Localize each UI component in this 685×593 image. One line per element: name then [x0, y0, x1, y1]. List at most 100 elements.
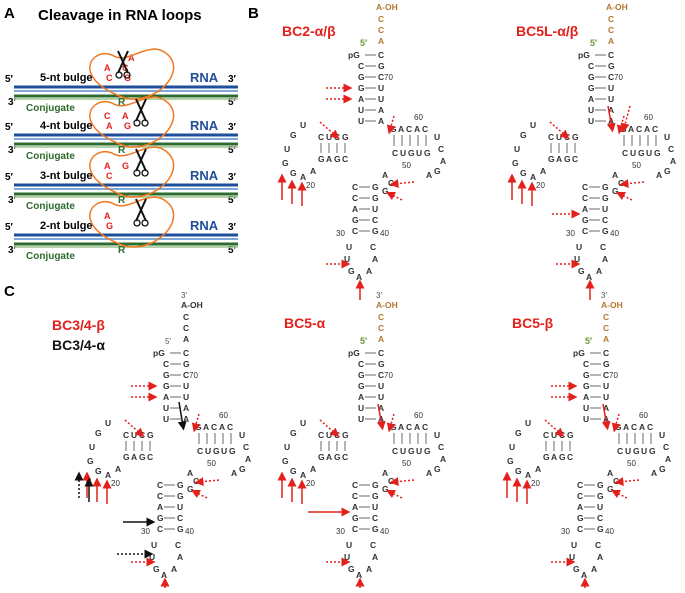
trna-cloverleaf: 3′A-OHCCA5′pGCCGGCGUAUUAUA70CGUACGGCUGUG… — [277, 0, 446, 300]
anticodon-loop-nucleotide: C — [600, 242, 606, 252]
d-stem-nucleotide: A — [326, 452, 332, 462]
d-stem-nucleotide: U — [326, 132, 332, 142]
d-loop-nucleotide: G — [95, 466, 102, 476]
cleavage-arrow — [194, 477, 220, 487]
anticodon-loop-nucleotide: A — [356, 272, 362, 282]
position-50: 50 — [627, 459, 636, 468]
anticodon-stem-nucleotide: A — [352, 502, 358, 512]
t-loop-nucleotide: C — [663, 442, 669, 452]
anticodon-loop-nucleotide: A — [177, 552, 183, 562]
t-stem-nucleotide: U — [646, 148, 652, 158]
three-prime-label: 3′ — [228, 172, 237, 183]
anticodon-loop-nucleotide: A — [596, 266, 602, 276]
acceptor-stem-nucleotide: G — [378, 61, 385, 71]
scissors-handle — [133, 169, 141, 177]
d-stem-nucleotide: C — [334, 132, 340, 142]
anticodon-loop-nucleotide: C — [370, 242, 376, 252]
panel-c-letter: C — [4, 283, 15, 300]
scissors-blade — [135, 148, 147, 172]
variable-loop-nucleotide: G — [193, 476, 200, 486]
anticodon-stem-nucleotide: U — [372, 204, 378, 214]
anticodon-loop-nucleotide: A — [161, 570, 167, 580]
acceptor-stem-nucleotide: A — [163, 392, 169, 402]
cleavage-arrow — [319, 419, 340, 437]
trna-cloverleaf: 3′A-OHCCA5′pGCCGGCGUAUUAUA70CGUACGGCUGUG… — [507, 0, 676, 300]
scissors-handle — [133, 219, 141, 227]
acceptor-stem-nucleotide: U — [583, 414, 589, 424]
t-stem-nucleotide: G — [633, 446, 640, 456]
variable-loop-nucleotide: G — [612, 186, 619, 196]
anticodon-loop-nucleotide: A — [171, 564, 177, 574]
d-stem-nucleotide: G — [318, 154, 325, 164]
acceptor-stem-nucleotide: C — [358, 359, 364, 369]
scissors-handle — [141, 219, 149, 227]
acceptor-stem-nucleotide: U — [183, 392, 189, 402]
d-stem-nucleotide: G — [342, 430, 349, 440]
acceptor-tail-nucleotide: C — [603, 323, 609, 333]
d-loop-nucleotide: A — [310, 166, 316, 176]
d-stem-nucleotide: U — [556, 132, 562, 142]
d-loop-nucleotide: A — [300, 172, 306, 182]
acceptor-stem-nucleotide: C — [378, 72, 384, 82]
cleavage-arrow — [376, 403, 386, 431]
trna-cloverleaf: 3′A-OHCCA5′pGCCGGCGUAUUAUA70CGUACGGCUGUG… — [502, 291, 671, 593]
t-stem-nucleotide: U — [205, 446, 211, 456]
five-prime-label: 5′ — [5, 172, 14, 183]
position-20: 20 — [536, 181, 545, 190]
anticodon-stem-nucleotide: G — [582, 215, 589, 225]
d-loop-nucleotide: U — [284, 442, 290, 452]
acceptor-stem-nucleotide: C — [183, 370, 189, 380]
t-loop-nucleotide: A — [426, 468, 432, 478]
duplex-row: 5′3′3′5′5-nt bulgeRNAConjugateRACCGA — [5, 48, 238, 114]
anticodon-loop-nucleotide: G — [573, 564, 580, 574]
d-loop-nucleotide: U — [509, 442, 515, 452]
d-loop-nucleotide: A — [535, 464, 541, 474]
cleavage-arrow — [601, 403, 611, 431]
acceptor-stem-nucleotide: G — [358, 381, 365, 391]
cleavage-arrow — [606, 105, 616, 133]
cleavage-arrow — [319, 121, 340, 139]
anticodon-stem-nucleotide: G — [597, 491, 604, 501]
d-loop-nucleotide: G — [290, 466, 297, 476]
anticodon-loop-nucleotide: A — [366, 266, 372, 276]
t-stem-nucleotide: U — [400, 446, 406, 456]
acceptor-tail-nucleotide: A — [608, 36, 614, 46]
cleavage-arrow — [385, 191, 403, 201]
panel-a-title: Cleavage in RNA loops — [38, 7, 202, 24]
position-40: 40 — [185, 527, 194, 536]
t-loop-nucleotide: G — [434, 464, 441, 474]
scissors-handle — [123, 71, 131, 79]
d-loop-nucleotide: A — [310, 464, 316, 474]
d-loop-nucleotide: U — [105, 418, 111, 428]
d-loop-nucleotide: G — [282, 456, 289, 466]
t-stem-nucleotide: G — [649, 446, 656, 456]
acceptor-stem-nucleotide: A — [583, 392, 589, 402]
t-stem-nucleotide: A — [219, 422, 225, 432]
anticodon-stem-nucleotide: C — [352, 193, 358, 203]
d-stem-nucleotide: C — [567, 452, 573, 462]
scissors-handle — [141, 169, 149, 177]
d-stem-nucleotide: G — [548, 154, 555, 164]
acceptor-stem-nucleotide: pG — [573, 348, 585, 358]
acceptor-tail-nucleotide: C — [603, 312, 609, 322]
anticodon-stem-nucleotide: U — [602, 204, 608, 214]
anticodon-loop-nucleotide: A — [581, 570, 587, 580]
acceptor-stem-nucleotide: G — [358, 370, 365, 380]
acceptor-stem-nucleotide: U — [588, 105, 594, 115]
five-prime-end: 5′ — [360, 38, 367, 48]
anticodon-stem-nucleotide: G — [177, 480, 184, 490]
three-prime-label: 3′ — [228, 74, 237, 85]
anticodon-loop-nucleotide: A — [372, 254, 378, 264]
position-70: 70 — [614, 73, 623, 82]
anticodon-stem-nucleotide: G — [372, 182, 379, 192]
anticodon-loop-nucleotide: U — [344, 254, 350, 264]
variable-loop-nucleotide: A — [382, 170, 388, 180]
acceptor-tail-nucleotide: C — [183, 323, 189, 333]
t-stem-nucleotide: G — [408, 148, 415, 158]
anticodon-stem-nucleotide: C — [157, 491, 163, 501]
three-prime-end: 3′ — [376, 291, 382, 300]
bulge-nucleotide: G — [106, 221, 113, 231]
anticodon-stem-nucleotide: C — [157, 480, 163, 490]
